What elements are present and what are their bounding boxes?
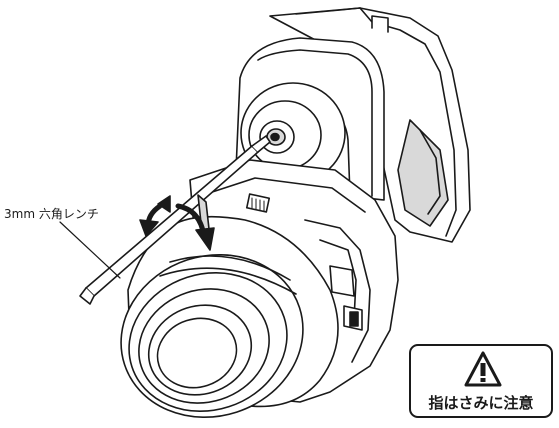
pinch-warning-box: 指はさみに注意	[409, 344, 553, 418]
lens-assembly	[120, 215, 339, 419]
pivot-disc	[240, 82, 346, 184]
warning-text: 指はさみに注意	[428, 394, 534, 412]
label-leader-line	[59, 221, 121, 279]
hex-wrench	[79, 135, 271, 305]
warning-triangle-icon	[464, 351, 502, 387]
hex-wrench-label: 3mm 六角レンチ	[4, 207, 99, 221]
rotation-arrows	[139, 195, 215, 251]
mount-bracket	[269, 7, 471, 243]
